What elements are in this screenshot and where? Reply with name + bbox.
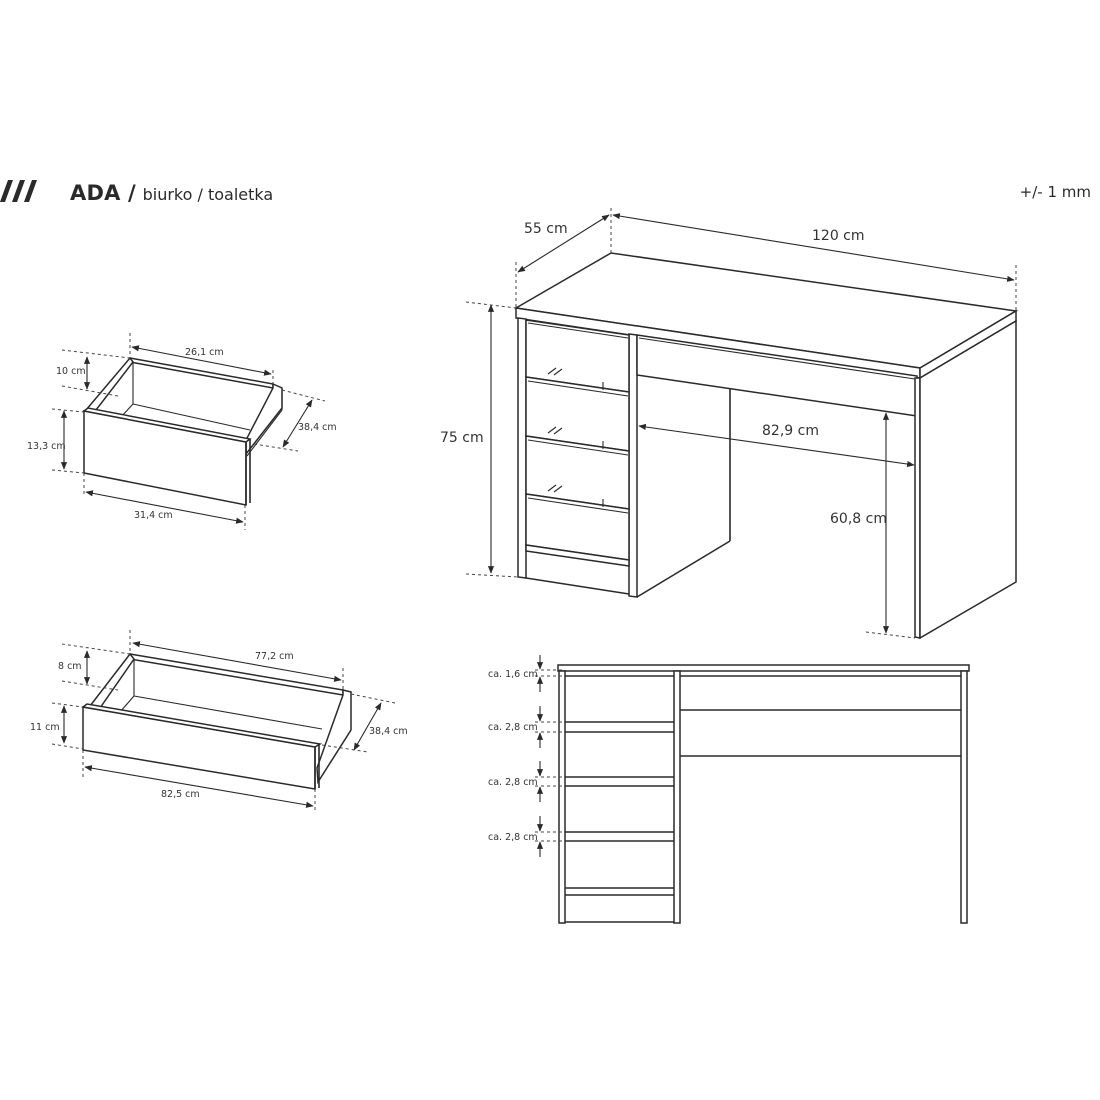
product-title: ADA / biurko / toaletka (70, 181, 273, 205)
small-drawer-front-width-label: 31,4 cm (134, 510, 173, 521)
large-drawer-front-height-label: 11 cm (30, 722, 60, 733)
desk-knee-height-label: 60,8 cm (830, 511, 887, 527)
large-drawer-diagram: 77,2 cm 8 cm 11 cm 38,4 cm 82,5 cm (30, 630, 408, 812)
triple-slash-logo-icon (0, 180, 37, 202)
small-drawer-inner-height-label: 10 cm (56, 366, 86, 377)
small-drawer-depth-top-label: 26,1 cm (185, 347, 224, 358)
small-drawer-diagram: 26,1 cm 10 cm 13,3 cm 38,4 cm 31,4 cm (27, 333, 337, 530)
gap-dimension-1: ca. 1,6 cm (488, 655, 565, 692)
product-name: ADA / (70, 181, 136, 205)
small-drawer-side-length-label: 38,4 cm (298, 422, 337, 433)
gap-label-3: ca. 2,8 cm (488, 777, 538, 788)
desk-depth-label: 55 cm (524, 221, 568, 237)
gap-dimension-4: ca. 2,8 cm (488, 816, 565, 857)
small-drawer-front-height-label: 13,3 cm (27, 441, 66, 452)
desk-knee-width-label: 82,9 cm (762, 423, 819, 439)
desk-isometric-diagram: 55 cm 120 cm 75 cm 82,9 cm 60,8 cm (440, 208, 1019, 640)
gap-label-4: ca. 2,8 cm (488, 832, 538, 843)
gap-label-2: ca. 2,8 cm (488, 722, 538, 733)
large-drawer-side-length-label: 38,4 cm (369, 726, 408, 737)
large-drawer-depth-top-label: 77,2 cm (255, 651, 294, 662)
tolerance-note: +/- 1 mm (1019, 183, 1091, 201)
desk-width-label: 120 cm (812, 228, 865, 244)
desk-height-label: 75 cm (440, 430, 484, 446)
product-subtitle: biurko / toaletka (142, 185, 274, 204)
gap-dimension-2: ca. 2,8 cm (488, 706, 565, 748)
large-drawer-inner-height-label: 8 cm (58, 661, 82, 672)
desk-front-elevation: ca. 1,6 cm ca. 2,8 cm ca. 2,8 cm ca. 2,8… (488, 655, 970, 924)
gap-dimension-3: ca. 2,8 cm (488, 761, 565, 802)
gap-label-1: ca. 1,6 cm (488, 669, 538, 680)
large-drawer-front-width-label: 82,5 cm (161, 789, 200, 800)
